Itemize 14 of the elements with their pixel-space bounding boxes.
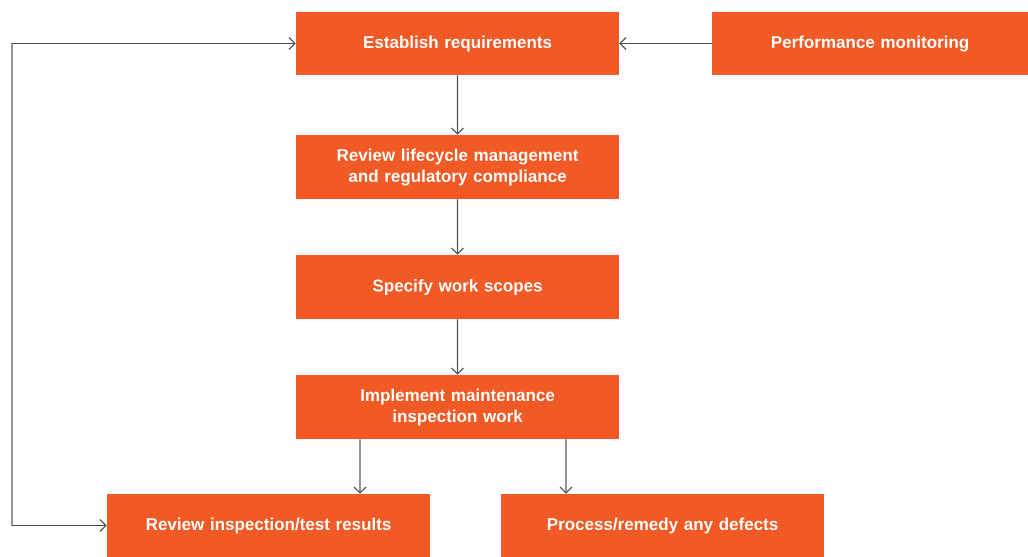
process-box: Establish requirements (296, 12, 619, 75)
arrow (353, 438, 367, 494)
process-box: Process/remedy any defects (501, 494, 824, 557)
arrow (450, 74, 465, 135)
process-box: Review lifecycle management and regulatory compliance (296, 135, 619, 199)
process-box: Implement maintenance inspection work (296, 375, 619, 439)
process-box: Performance monitoring (712, 12, 1028, 75)
arrow (619, 36, 713, 51)
arrow (559, 438, 573, 494)
process-box: Review inspection/test results (107, 494, 430, 557)
arrow (11, 36, 296, 533)
arrow (450, 198, 465, 255)
arrow (450, 318, 465, 375)
process-box: Specify work scopes (296, 255, 619, 319)
